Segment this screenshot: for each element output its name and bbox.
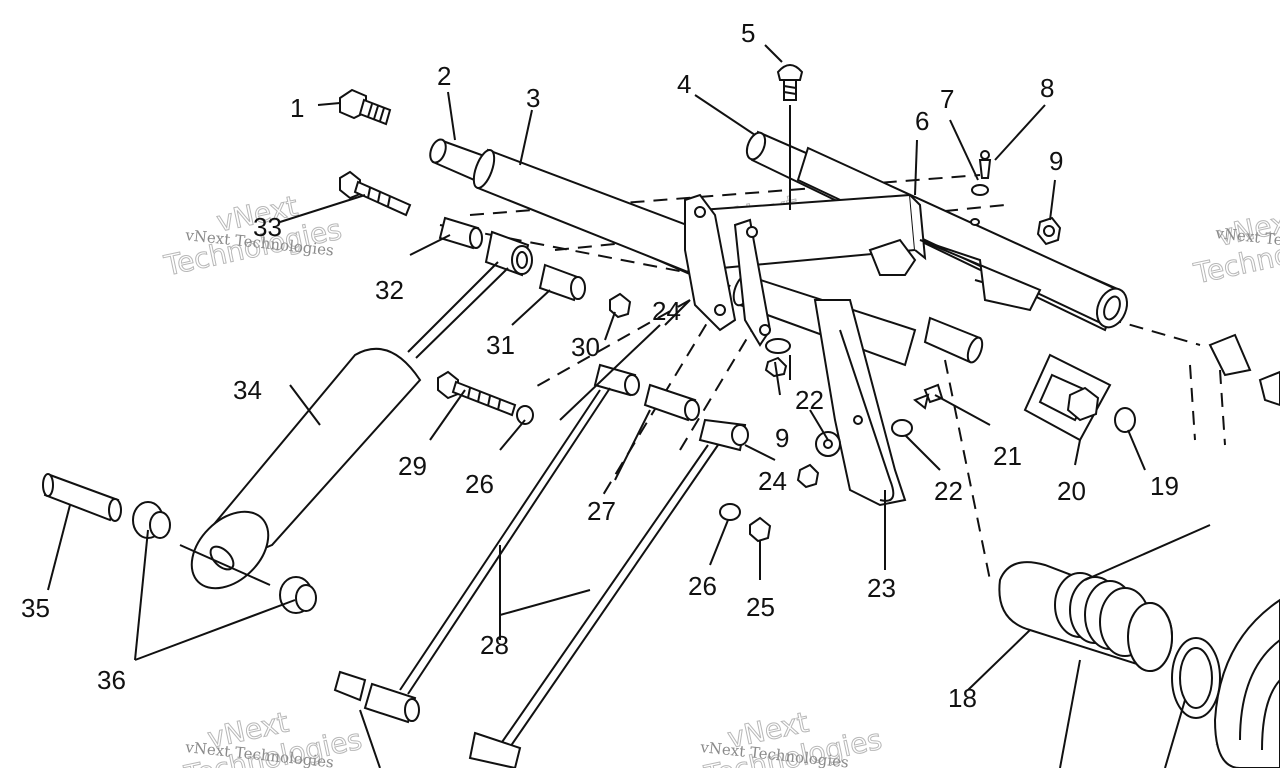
callout-28: 28 xyxy=(480,630,509,660)
callout-2: 2 xyxy=(437,61,451,91)
callout-18: 18 xyxy=(948,683,977,713)
callout-32: 32 xyxy=(375,275,404,305)
leader-lines xyxy=(47,44,1186,768)
callout-27: 27 xyxy=(587,496,616,526)
callout-30: 30 xyxy=(571,332,600,362)
part-20-19-21 xyxy=(891,353,1136,442)
callout-3: 3 xyxy=(526,83,540,113)
part-7-8-grease-fitting xyxy=(970,150,992,226)
callout-29: 29 xyxy=(398,451,427,481)
callout-26-right: 26 xyxy=(688,571,717,601)
callout-21: 21 xyxy=(993,441,1022,471)
part-30-33-shock-mount xyxy=(339,170,632,319)
right-edge-fragments xyxy=(1208,333,1280,407)
part-5-bolt xyxy=(776,64,804,101)
callout-20: 20 xyxy=(1057,476,1086,506)
callout-1: 1 xyxy=(290,93,304,123)
callout-26-left: 26 xyxy=(465,469,494,499)
callout-7: 7 xyxy=(940,84,954,114)
callout-24-lower: 24 xyxy=(758,466,787,496)
bracket-plates xyxy=(684,193,772,347)
part-24-28-links xyxy=(333,363,772,768)
callout-34: 34 xyxy=(233,375,262,405)
part-29-bolt xyxy=(437,370,517,417)
callout-22-upper: 22 xyxy=(795,385,824,415)
callout-33: 33 xyxy=(253,212,282,242)
part-1-bolt xyxy=(339,88,392,126)
part-9-nut xyxy=(1036,216,1062,246)
callout-labels: 1 2 3 4 5 6 7 8 9 9 18 19 20 21 22 22 23… xyxy=(21,18,1179,713)
part-34-shock-absorber xyxy=(179,261,509,590)
callout-23: 23 xyxy=(867,573,896,603)
callout-9-top: 9 xyxy=(1049,146,1063,176)
part-18-spring-wheel xyxy=(998,524,1280,768)
callout-25: 25 xyxy=(746,592,775,622)
callout-19: 19 xyxy=(1150,471,1179,501)
callout-36: 36 xyxy=(97,665,126,695)
part-4-rear-shaft xyxy=(745,130,1128,332)
part-35-36-bushings xyxy=(42,473,317,614)
callout-9-lower: 9 xyxy=(775,423,789,453)
callout-6: 6 xyxy=(915,106,929,136)
callout-22-lower: 22 xyxy=(934,476,963,506)
part-2-3-front-shaft xyxy=(429,138,732,287)
callout-8: 8 xyxy=(1040,73,1054,103)
callout-35: 35 xyxy=(21,593,50,623)
callout-31: 31 xyxy=(486,330,515,360)
callout-4: 4 xyxy=(677,69,691,99)
callout-5: 5 xyxy=(741,18,755,48)
part-22-9-hardware xyxy=(764,338,841,489)
part-23-torque-arm xyxy=(813,299,907,507)
callout-24-upper: 24 xyxy=(652,296,681,326)
